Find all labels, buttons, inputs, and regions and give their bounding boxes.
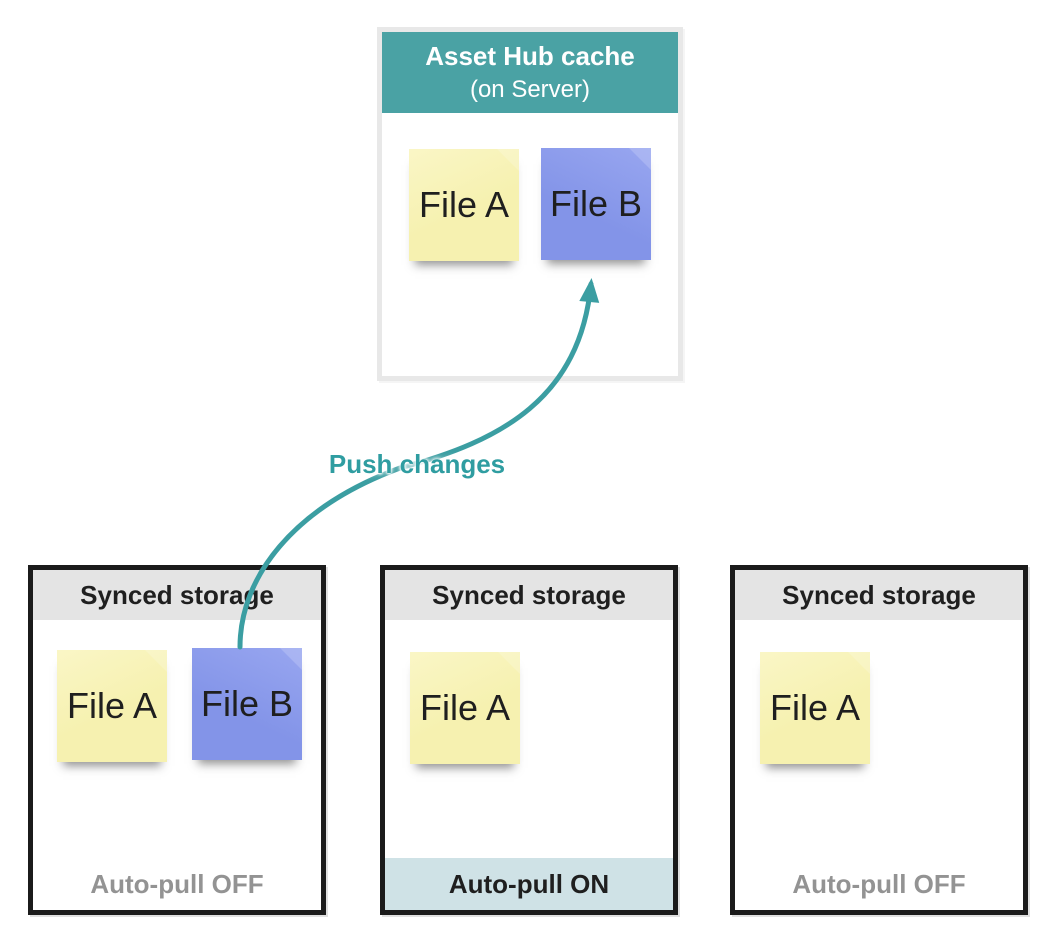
storage1-file-a-note: File A: [57, 650, 167, 762]
storage1-file-b-note: File B: [192, 648, 302, 760]
storage-title: Synced storage: [80, 579, 274, 610]
sticky-fold: [145, 650, 167, 672]
storage-header: Synced storage: [735, 570, 1023, 620]
file-label: File A: [418, 184, 510, 225]
cache-file-a-note: File A: [409, 149, 519, 261]
file-label: File A: [66, 685, 158, 726]
sticky-fold: [280, 648, 302, 670]
cache-title: Asset Hub cache: [425, 40, 635, 71]
file-label: File B: [200, 683, 294, 724]
asset-hub-cache-box: Asset Hub cache (on Server) File A File …: [377, 27, 683, 381]
sticky-fold: [848, 652, 870, 674]
sticky-fold: [629, 148, 651, 170]
file-label: File A: [419, 687, 511, 728]
auto-pull-status: Auto-pull ON: [385, 858, 673, 910]
storage-header: Synced storage: [385, 570, 673, 620]
cache-subtitle: (on Server): [469, 75, 591, 103]
synced-storage-box-3: Synced storage File A Auto-pull OFF: [730, 565, 1028, 915]
storage-header: Synced storage: [33, 570, 321, 620]
push-changes-label: Push changes: [328, 449, 506, 479]
auto-pull-label: Auto-pull OFF: [792, 868, 966, 899]
sticky-fold: [497, 149, 519, 171]
file-label: File A: [769, 687, 861, 728]
sticky-fold: [498, 652, 520, 674]
auto-pull-label: Auto-pull OFF: [90, 868, 264, 899]
storage-title: Synced storage: [782, 579, 976, 610]
file-label: File B: [549, 183, 643, 224]
auto-pull-status: Auto-pull OFF: [735, 858, 1023, 910]
storage-title: Synced storage: [432, 579, 626, 610]
synced-storage-box-1: Synced storage File A File B Auto-pull O…: [28, 565, 326, 915]
auto-pull-label: Auto-pull ON: [448, 868, 610, 899]
synced-storage-box-2: Synced storage File A Auto-pull ON: [380, 565, 678, 915]
cache-file-b-note: File B: [541, 148, 651, 260]
auto-pull-status: Auto-pull OFF: [33, 858, 321, 910]
storage3-file-a-note: File A: [760, 652, 870, 764]
storage2-file-a-note: File A: [410, 652, 520, 764]
asset-hub-cache-header: Asset Hub cache (on Server): [382, 32, 678, 113]
